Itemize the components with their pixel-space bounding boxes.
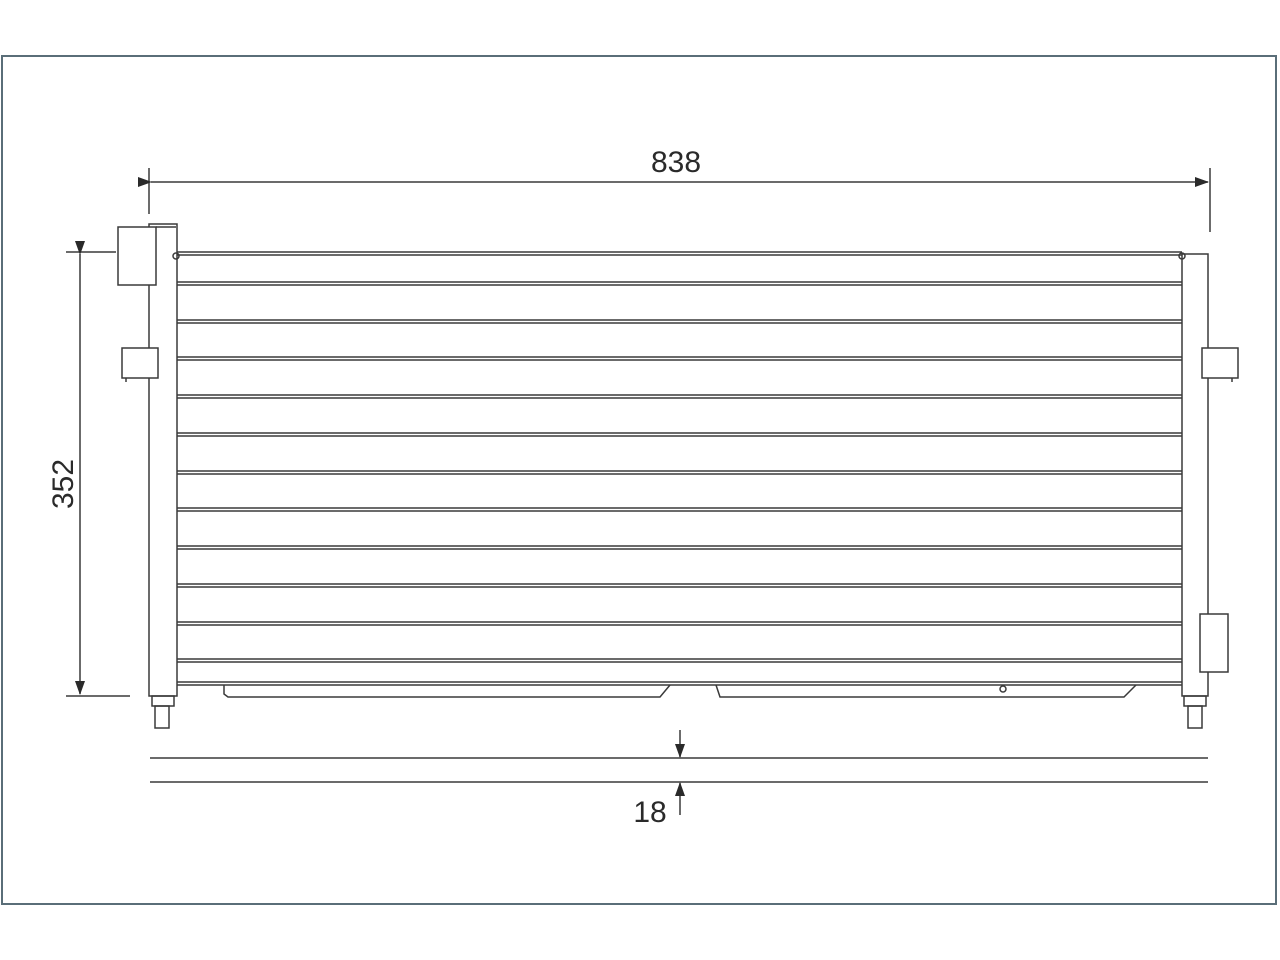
core-tubes xyxy=(177,251,1182,686)
width-dimension xyxy=(138,168,1211,232)
left-header-tank xyxy=(117,223,180,729)
width-label: 838 xyxy=(651,146,701,179)
height-dimension xyxy=(66,241,130,697)
depth-dimension xyxy=(150,730,1208,815)
bottom-side-plate xyxy=(223,684,1137,698)
right-header-tank xyxy=(1178,252,1239,729)
depth-label: 18 xyxy=(633,796,666,829)
height-label: 352 xyxy=(47,459,80,509)
drawing-frame xyxy=(1,55,1277,905)
